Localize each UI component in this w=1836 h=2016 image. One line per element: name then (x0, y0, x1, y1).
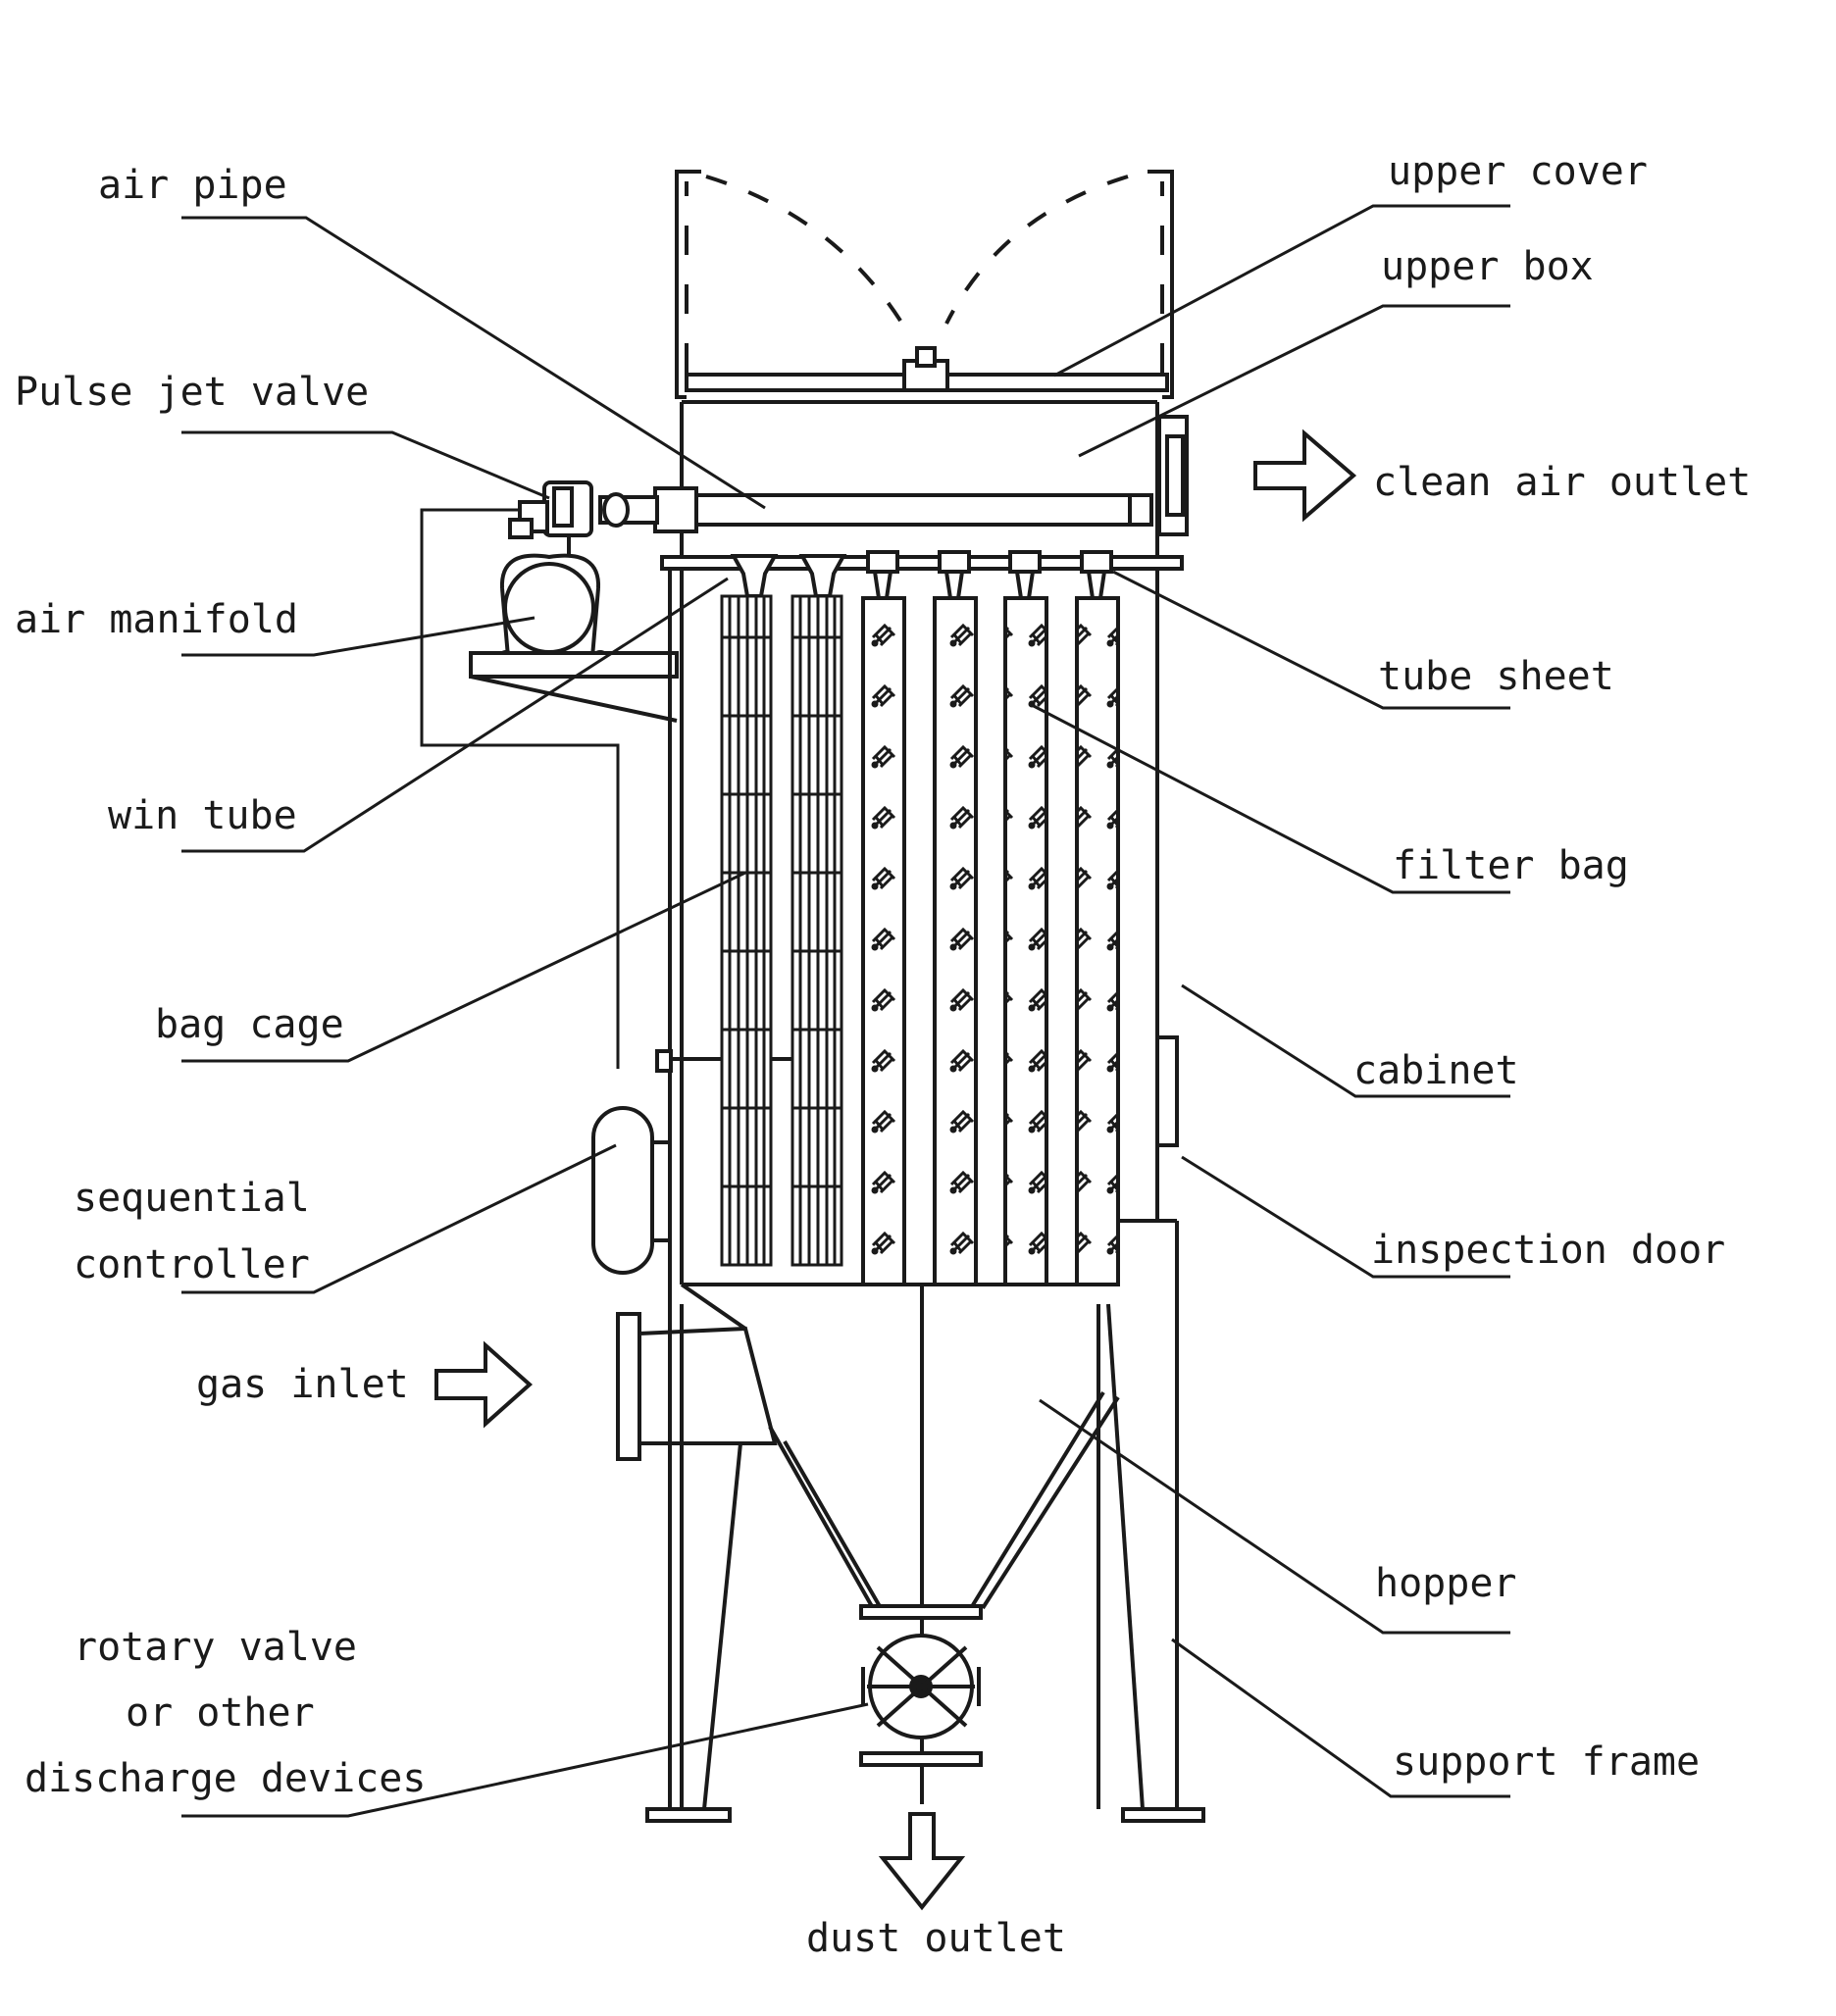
air-pipe (598, 486, 1153, 533)
pulse-jet-valve (508, 480, 593, 557)
gas-inlet (616, 1312, 778, 1461)
rotary-valve-label-line2: or other (126, 1690, 315, 1736)
bag-cage (720, 594, 843, 1267)
upper-cover-label: upper cover (1388, 149, 1648, 194)
hopper-label: hopper (1375, 1561, 1517, 1606)
tube-sheet (660, 550, 1184, 600)
gas-inlet-arrow (434, 1340, 534, 1429)
dust-outlet-label: dust outlet (806, 1916, 1066, 1961)
clean-air-outlet-flange (1157, 415, 1189, 536)
rotary-valve-label-line3: discharge devices (25, 1756, 426, 1801)
bag-cage-label: bag cage (155, 1002, 344, 1047)
leader-lines (181, 204, 1510, 1818)
filter-bag (861, 596, 1120, 1286)
pulse-jet-valve-label: Pulse jet valve (15, 370, 369, 415)
filter-bag-label: filter bag (1393, 843, 1629, 888)
cabinet-label: cabinet (1353, 1048, 1519, 1093)
rotary-valve (859, 1604, 983, 1767)
rotary-valve-label-line1: rotary valve (74, 1625, 357, 1670)
support-frame-label: support frame (1393, 1739, 1700, 1785)
air-manifold (469, 553, 679, 723)
hopper (680, 1283, 1120, 1804)
air-manifold-label: air manifold (15, 597, 298, 642)
inspection-door (1157, 1035, 1179, 1147)
tube-sheet-label: tube sheet (1378, 654, 1614, 699)
upper-cover (675, 170, 1174, 399)
sequential-controller-label-line2: controller (74, 1242, 310, 1287)
inspection-door-label: inspection door (1371, 1228, 1725, 1273)
upper-box-label: upper box (1381, 244, 1594, 289)
upper-box (680, 400, 1159, 567)
sequential-controller (591, 1106, 670, 1275)
dust-outlet-arrow (878, 1812, 966, 1911)
air-feed-line (420, 508, 620, 1069)
sequential-controller-label-line1: sequential (74, 1176, 310, 1221)
clean-air-outlet-label: clean air outlet (1373, 460, 1751, 505)
cabinet (655, 567, 1159, 1304)
clean-air-outlet-arrow (1253, 428, 1357, 523)
support-frame (645, 1219, 1205, 1823)
win-tube-label: win tube (108, 793, 297, 838)
air-pipe-label: air pipe (98, 163, 287, 208)
gas-inlet-label: gas inlet (196, 1362, 409, 1407)
